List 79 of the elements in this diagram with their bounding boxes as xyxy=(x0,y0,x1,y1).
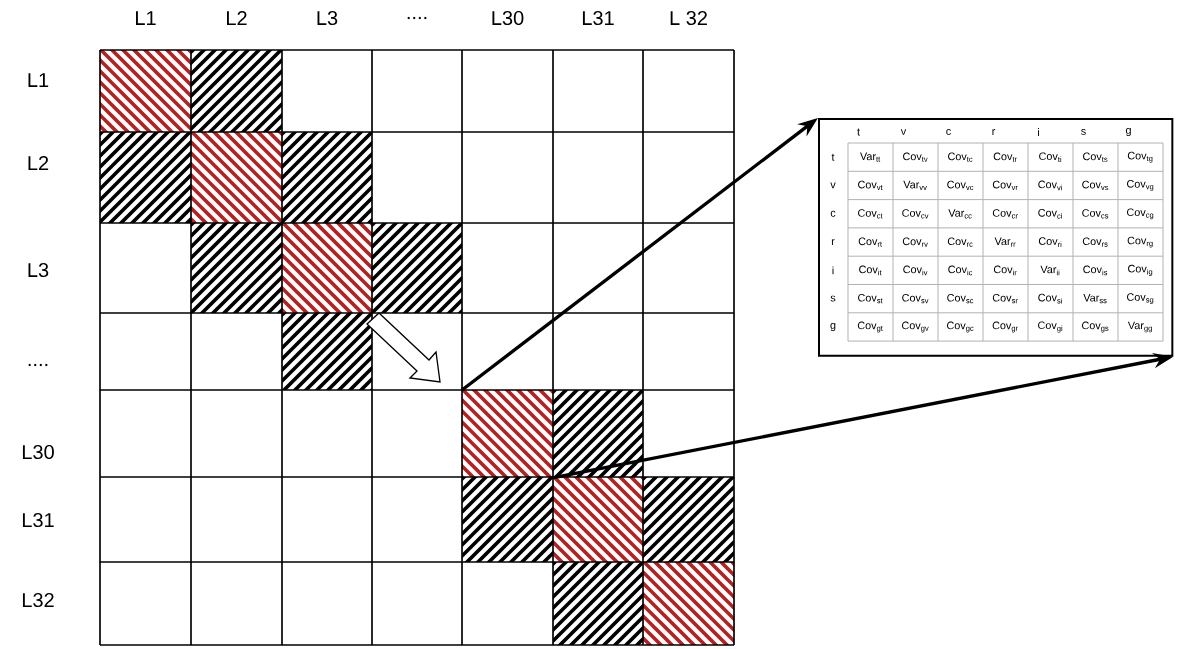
row-label: c xyxy=(830,210,836,217)
table-cell: Cov$_{vr}$ xyxy=(992,180,1018,190)
table-cell: Cov$_{sv}$ xyxy=(902,293,929,304)
table-cell: Var$_{cc}$ xyxy=(948,209,972,219)
table-cell: Cov$_{vg}$ xyxy=(1127,180,1154,191)
table-cell: Cov$_{is}$ xyxy=(1083,265,1108,276)
table-cell: Cov$_{it}$ xyxy=(859,265,882,276)
table-cell: Cov$_{gr}$ xyxy=(992,321,1018,333)
table-cell: Cov$_{sc}$ xyxy=(947,293,974,304)
row-label: t xyxy=(831,153,835,161)
hatched-cell xyxy=(462,390,553,477)
table-cell: Var$_{gg}$ xyxy=(1127,321,1152,333)
table-cell: Cov$_{tg}$ xyxy=(1127,151,1153,163)
table-cell: Cov$_{gs}$ xyxy=(1082,321,1109,333)
column-label: v xyxy=(900,129,907,135)
table-cell: Cov$_{tr}$ xyxy=(993,152,1017,162)
row-label: L31 xyxy=(22,512,54,528)
table-cell: Cov$_{ic}$ xyxy=(948,265,973,276)
table-cell: Cov$_{cg}$ xyxy=(1127,208,1154,220)
table-cell: Var$_{ii}$ xyxy=(1040,265,1060,276)
table-cell: Cov$_{ct}$ xyxy=(858,209,883,219)
column-label: L30 xyxy=(492,10,524,26)
row-label: r xyxy=(831,239,835,245)
column-label: g xyxy=(1125,128,1131,137)
column-label: r xyxy=(992,129,996,135)
table-cell: Cov$_{ts}$ xyxy=(1083,152,1108,162)
table-cell: Cov$_{sr}$ xyxy=(992,293,1018,304)
table-cell: Cov$_{rv}$ xyxy=(902,237,928,247)
column-label: i xyxy=(1038,128,1039,136)
table-cell: Cov$_{vt}$ xyxy=(858,180,883,191)
table-cell: Var$_{vv}$ xyxy=(903,180,927,190)
table-cell: Cov$_{gv}$ xyxy=(902,321,929,333)
table-cell: Var$_{rr}$ xyxy=(994,237,1016,247)
table-cell: Cov$_{cv}$ xyxy=(902,209,929,219)
table-cell: Cov$_{gi}$ xyxy=(1038,321,1063,333)
table-cell: Var$_{ss}$ xyxy=(1083,294,1107,304)
table-cell: Cov$_{gt}$ xyxy=(857,321,883,333)
table-cell: Cov$_{ri}$ xyxy=(1038,237,1062,247)
row-label: L2 xyxy=(28,156,49,170)
column-label: L31 xyxy=(582,10,614,26)
column-label: s xyxy=(1081,129,1086,135)
table-cell: Cov$_{cs}$ xyxy=(1082,209,1109,219)
table-cell: Cov$_{sg}$ xyxy=(1127,293,1154,304)
table-cell: Var$_{tt}$ xyxy=(860,152,881,162)
row-label: g xyxy=(830,323,836,332)
table-cell: Cov$_{st}$ xyxy=(858,293,883,304)
column-label: L3 xyxy=(317,10,338,26)
row-label: i xyxy=(832,266,834,275)
table-cell: Cov$_{rc}$ xyxy=(947,237,973,247)
table-cell: Cov$_{ir}$ xyxy=(993,265,1017,276)
table-cell: Cov$_{iv}$ xyxy=(903,265,928,276)
table-cell: Cov$_{rg}$ xyxy=(1127,236,1153,248)
table-cell: Cov$_{gc}$ xyxy=(947,321,974,333)
column-label: c xyxy=(946,129,951,135)
table-cell: Cov$_{rt}$ xyxy=(858,237,882,247)
column-label: L2 xyxy=(227,11,247,25)
row-label: .... xyxy=(28,363,48,367)
column-label: .... xyxy=(407,16,427,20)
column-label: L1 xyxy=(136,11,156,25)
table-cell: Cov$_{vc}$ xyxy=(947,180,974,191)
table-cell: Cov$_{si}$ xyxy=(1038,293,1062,304)
table-cell: Cov$_{cr}$ xyxy=(992,209,1018,219)
column-label: t xyxy=(857,128,860,136)
table-cell: Cov$_{vs}$ xyxy=(1082,180,1109,191)
row-label: v xyxy=(830,182,836,189)
row-label: L30 xyxy=(22,444,54,460)
table-cell: Cov$_{ig}$ xyxy=(1128,264,1153,276)
row-label: L1 xyxy=(28,73,49,87)
column-label: L 32 xyxy=(670,10,707,26)
table-cell: Cov$_{rs}$ xyxy=(1082,237,1108,247)
matrix-inset-box xyxy=(818,118,1174,357)
table-cell: Cov$_{tc}$ xyxy=(948,152,973,162)
row-label: L3 xyxy=(28,262,49,278)
table-cell: Cov$_{vi}$ xyxy=(1038,180,1062,191)
table-cell: Cov$_{ci}$ xyxy=(1038,208,1062,219)
row-label: L32 xyxy=(22,592,54,608)
table-cell: Cov$_{ti}$ xyxy=(1039,152,1062,163)
row-label: s xyxy=(830,295,836,302)
table-cell: Cov$_{tv}$ xyxy=(903,152,928,162)
